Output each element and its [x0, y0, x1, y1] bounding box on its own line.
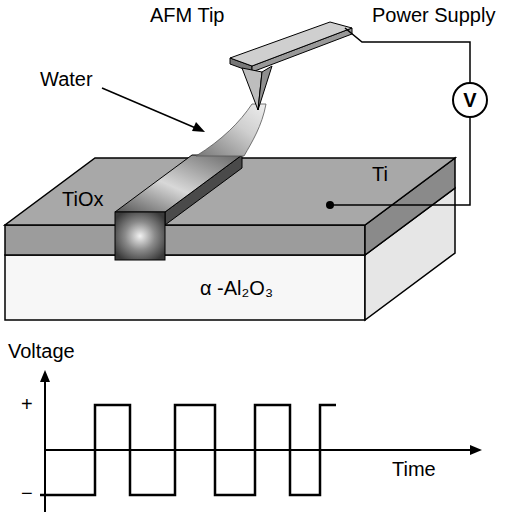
oxide-top	[115, 155, 242, 212]
square-wave	[40, 405, 336, 495]
oxide-front	[115, 212, 165, 260]
arrowhead	[40, 370, 50, 382]
tip-side	[258, 66, 272, 110]
contact-dot	[326, 201, 334, 209]
axis-label: Voltage	[8, 340, 75, 362]
arrowhead	[192, 122, 205, 132]
wire	[330, 118, 470, 205]
wire	[345, 28, 470, 82]
part-label: α -Al₂O₃	[200, 277, 273, 299]
voltmeter-circle: V	[452, 82, 488, 118]
water-meniscus	[196, 104, 266, 156]
part-label: Power Supply	[372, 4, 495, 26]
part-label: TiOx	[62, 188, 103, 210]
substrate-front	[5, 255, 365, 320]
axis-sign: −	[21, 482, 33, 504]
part-label: Water	[40, 68, 93, 90]
part-label: Ti	[372, 163, 388, 185]
ti-front	[5, 225, 365, 255]
axis-sign: +	[21, 393, 33, 415]
axis	[45, 449, 472, 451]
leader-line	[102, 88, 198, 129]
arrowhead	[470, 445, 482, 455]
axis	[44, 378, 46, 512]
axis-label: Time	[392, 458, 436, 480]
cantilever-top	[230, 22, 352, 66]
meter-symbol: V	[463, 90, 476, 110]
part-label: AFM Tip	[150, 4, 224, 26]
